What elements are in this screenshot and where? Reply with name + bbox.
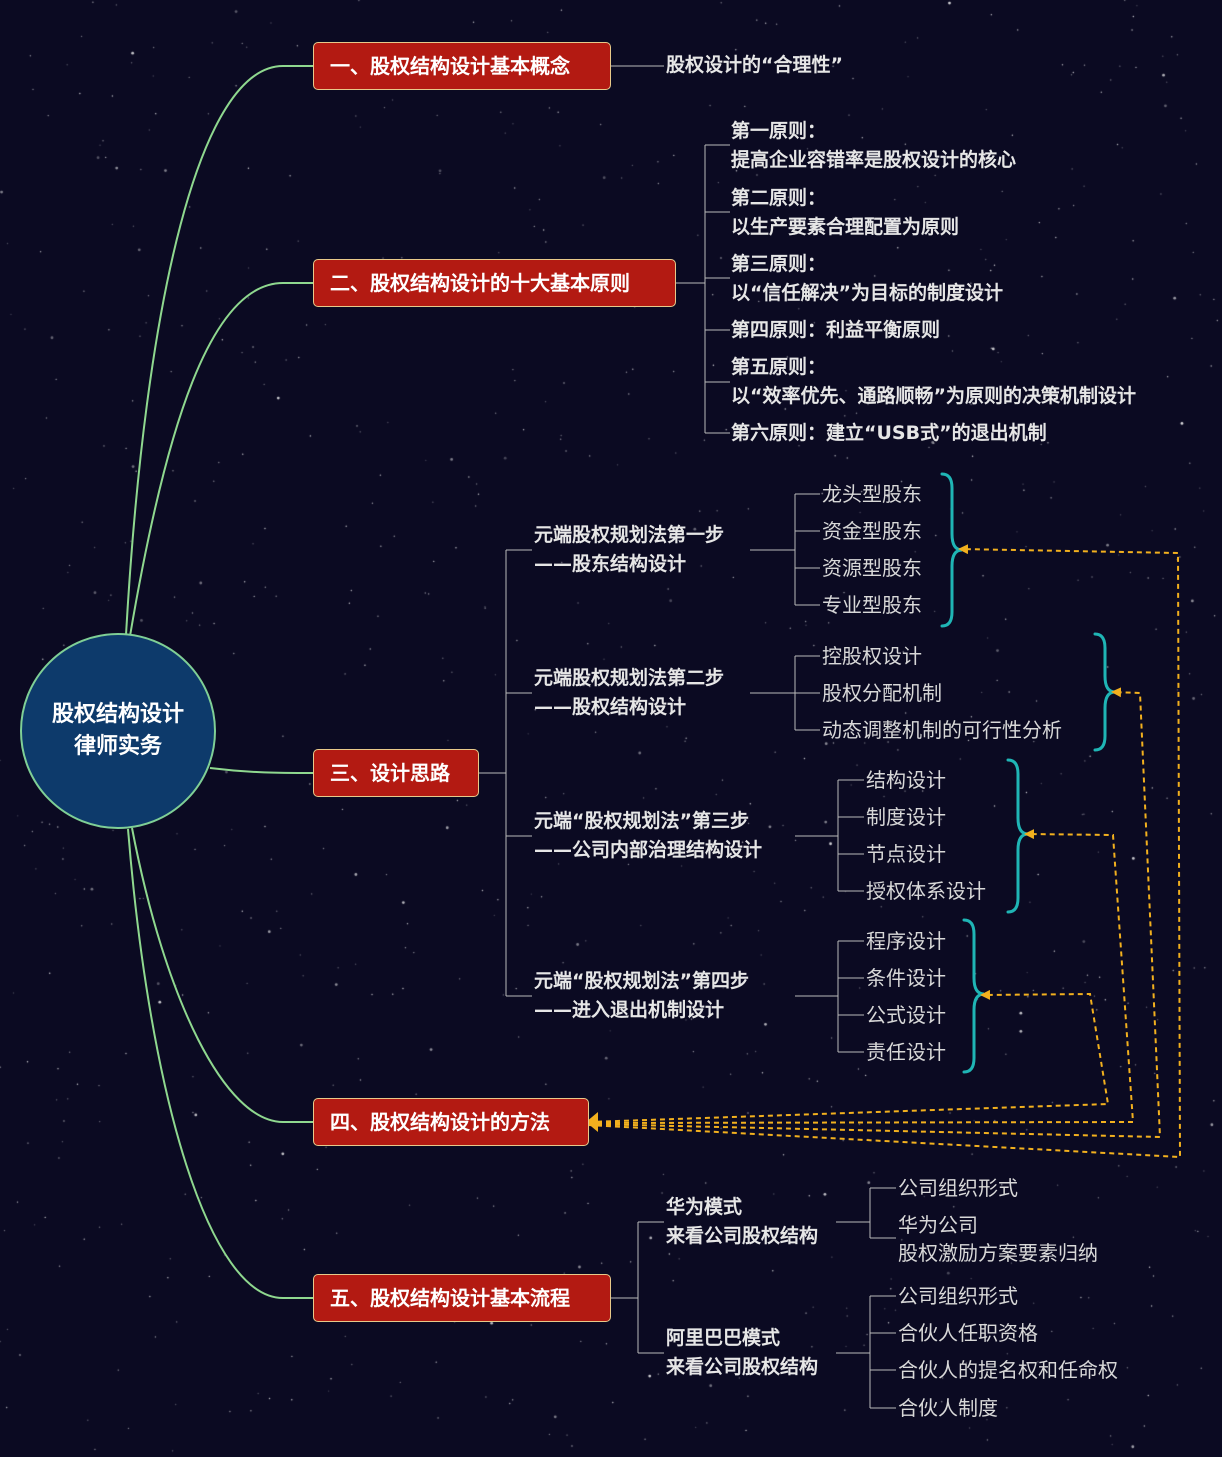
step-3-item[interactable]: 制度设计 (866, 805, 946, 829)
step-2[interactable]: 元端股权规划法第二步 ——股权结构设计 (534, 664, 724, 722)
model-huawei-title: 华为模式 (666, 1196, 743, 1218)
step-1-title: 元端股权规划法第一步 (534, 524, 725, 546)
branch-design-thinking[interactable]: 三、设计思路 (313, 749, 479, 797)
principle-5[interactable]: 第五原则： 以“效率优先、通路顺畅”为原则的决策机制设计 (731, 353, 1136, 411)
model-alibaba-title: 阿里巴巴模式 (666, 1327, 781, 1349)
alibaba-item[interactable]: 公司组织形式 (898, 1284, 1018, 1308)
branch-basic-process[interactable]: 五、股权结构设计基本流程 (313, 1274, 611, 1322)
step-4[interactable]: 元端“股权规划法”第四步 ——进入退出机制设计 (534, 967, 749, 1025)
step-1-item[interactable]: 资源型股东 (822, 556, 922, 580)
principle-1[interactable]: 第一原则： 提高企业容错率是股权设计的核心 (731, 117, 1016, 175)
method-arrows (587, 544, 1182, 1159)
step-1-item[interactable]: 专业型股东 (822, 593, 922, 617)
branch-basic-concept[interactable]: 一、股权结构设计基本概念 (313, 42, 611, 90)
principle-2-text: 以生产要素合理配置为原则 (731, 216, 960, 238)
step-4-subtitle: ——进入退出机制设计 (534, 999, 725, 1021)
branch-ten-principles[interactable]: 二、股权结构设计的十大基本原则 (313, 259, 676, 307)
principle-5-text: 以“效率优先、通路顺畅”为原则的决策机制设计 (731, 385, 1136, 407)
principle-3-title: 第三原则： (731, 253, 827, 275)
step-2-title: 元端股权规划法第二步 (534, 667, 725, 689)
step-2-item[interactable]: 股权分配机制 (822, 681, 942, 705)
center-node[interactable]: 股权结构设计 律师实务 (20, 633, 216, 829)
model-alibaba-subtitle: 来看公司股权结构 (666, 1356, 819, 1378)
main-branch-curves (125, 65, 314, 1299)
principle-6[interactable]: 第六原则：建立“USB式”的退出机制 (731, 419, 1047, 448)
grouping-braces (940, 472, 1116, 1074)
step-2-item[interactable]: 控股权设计 (822, 644, 922, 668)
alibaba-item[interactable]: 合伙人制度 (898, 1396, 998, 1420)
principle-4-title: 第四原则：利益平衡原则 (731, 319, 941, 341)
step-3-subtitle: ——公司内部治理结构设计 (534, 839, 763, 861)
step-1-subtitle: ——股东结构设计 (534, 553, 687, 575)
step-1-item[interactable]: 龙头型股东 (822, 482, 922, 506)
principle-2[interactable]: 第二原则： 以生产要素合理配置为原则 (731, 184, 959, 242)
huawei-item-line1: 华为公司 (898, 1213, 978, 1237)
principle-1-text: 提高企业容错率是股权设计的核心 (731, 149, 1017, 171)
step-3[interactable]: 元端“股权规划法”第三步 ——公司内部治理结构设计 (534, 807, 762, 865)
principle-6-title: 第六原则：建立“USB式”的退出机制 (731, 422, 1047, 444)
step-4-item[interactable]: 条件设计 (866, 966, 946, 990)
model-huawei[interactable]: 华为模式 来看公司股权结构 (666, 1193, 818, 1251)
principle-3[interactable]: 第三原则： 以“信任解决”为目标的制度设计 (731, 250, 1003, 308)
step-4-title: 元端“股权规划法”第四步 (534, 970, 749, 992)
arrow-tip-icon (586, 1112, 598, 1132)
center-title-line2: 律师实务 (73, 734, 162, 759)
huawei-item-line2: 股权激励方案要素归纳 (898, 1241, 1098, 1265)
step-1[interactable]: 元端股权规划法第一步 ——股东结构设计 (534, 521, 724, 579)
principle-3-text: 以“信任解决”为目标的制度设计 (731, 282, 1003, 304)
step-4-item[interactable]: 程序设计 (866, 929, 946, 953)
step-1-item[interactable]: 资金型股东 (822, 519, 922, 543)
huawei-item[interactable]: 公司组织形式 (898, 1176, 1018, 1200)
step-4-item[interactable]: 公式设计 (866, 1003, 946, 1027)
step-3-item[interactable]: 结构设计 (866, 768, 946, 792)
principle-5-title: 第五原则： (731, 356, 827, 378)
step-2-item[interactable]: 动态调整机制的可行性分析 (822, 718, 1062, 742)
step-4-item[interactable]: 责任设计 (866, 1040, 946, 1064)
alibaba-item[interactable]: 合伙人任职资格 (898, 1321, 1038, 1345)
branch-design-methods[interactable]: 四、股权结构设计的方法 (313, 1098, 589, 1146)
alibaba-item[interactable]: 合伙人的提名权和任命权 (898, 1358, 1118, 1382)
step-3-title: 元端“股权规划法”第三步 (534, 810, 749, 832)
principle-2-title: 第二原则： (731, 187, 827, 209)
step-3-item[interactable]: 授权体系设计 (866, 879, 986, 903)
concept-rationality[interactable]: 股权设计的“合理性” (666, 54, 843, 76)
model-alibaba[interactable]: 阿里巴巴模式 来看公司股权结构 (666, 1324, 818, 1382)
principle-4[interactable]: 第四原则：利益平衡原则 (731, 316, 940, 345)
sub-connectors (478, 65, 896, 1409)
principle-1-title: 第一原则： (731, 120, 827, 142)
huawei-item[interactable]: 华为公司 股权激励方案要素归纳 (898, 1211, 1098, 1267)
center-title-line1: 股权结构设计 (51, 702, 184, 727)
model-huawei-subtitle: 来看公司股权结构 (666, 1225, 819, 1247)
step-3-item[interactable]: 节点设计 (866, 842, 946, 866)
step-2-subtitle: ——股权结构设计 (534, 696, 687, 718)
